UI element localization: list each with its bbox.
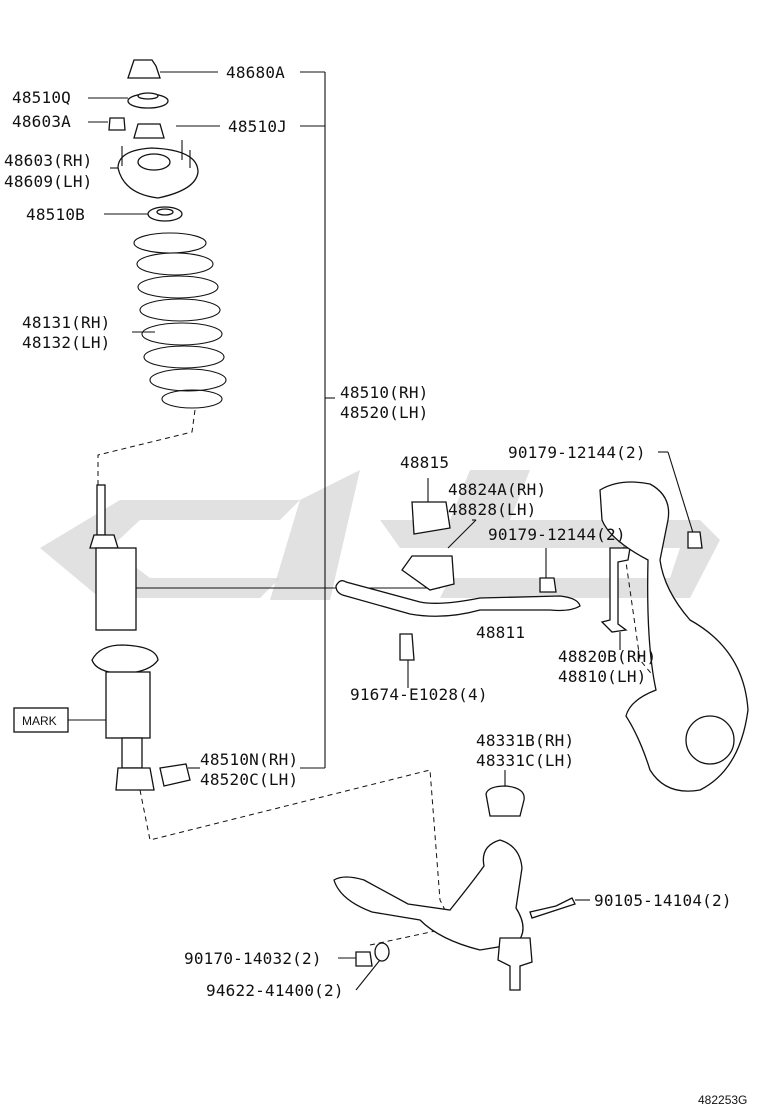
90170-nut <box>355 951 373 967</box>
label-48510Q: 48510Q <box>12 88 71 107</box>
label-48603-rh: 48603(RH) <box>4 151 93 170</box>
label-48510-rh: 48510(RH) <box>340 383 429 402</box>
48331B-ball-joint-upper <box>485 785 525 817</box>
figure-code: 482253G <box>698 1093 747 1107</box>
coil-spring <box>133 232 227 409</box>
label-48820B: 48820B(RH) <box>558 647 656 666</box>
48603A-nut <box>108 117 126 131</box>
stabilizer <box>335 501 631 661</box>
48510J-insulator <box>133 123 165 139</box>
label-48132-lh: 48132(LH) <box>22 333 111 352</box>
steering-knuckle <box>599 481 749 792</box>
label-90105: 90105-14104(2) <box>594 891 732 910</box>
mark-box <box>13 707 69 733</box>
90179-nut <box>539 577 557 593</box>
label-90179-b: 90179-12144(2) <box>488 525 626 544</box>
label-48520C: 48520C(LH) <box>200 770 298 789</box>
label-94622: 94622-41400(2) <box>206 981 344 1000</box>
label-48824A: 48824A(RH) <box>448 480 546 499</box>
94622-washer <box>374 942 390 962</box>
48680A-bump-cap <box>127 59 161 79</box>
label-48331C: 48331C(LH) <box>476 751 574 770</box>
label-91674: 91674-E1028(4) <box>350 685 488 704</box>
label-48510N: 48510N(RH) <box>200 750 298 769</box>
part-labels: 48680A 48510Q 48603A 48510J 48603(RH) 48… <box>4 63 747 1107</box>
label-90170: 90170-14032(2) <box>184 949 322 968</box>
label-48520-lh: 48520(LH) <box>340 403 429 422</box>
48815-bushing <box>411 501 451 535</box>
leader-lines <box>68 71 695 991</box>
strut-top-parts <box>108 59 199 222</box>
label-48609-lh: 48609(LH) <box>4 172 93 191</box>
90179-nut-2 <box>687 531 703 549</box>
48510N-bushing <box>159 763 191 787</box>
label-48510J: 48510J <box>228 117 287 136</box>
label-90179-a: 90179-12144(2) <box>508 443 646 462</box>
48820B-link <box>600 547 631 633</box>
label-48680A: 48680A <box>226 63 285 82</box>
shock-absorber <box>13 484 191 791</box>
label-48810: 48810(LH) <box>558 667 647 686</box>
lower-arm <box>333 785 576 991</box>
label-48828: 48828(LH) <box>448 500 537 519</box>
48811-stabilizer-bar <box>335 580 581 617</box>
90105-bolt <box>529 897 576 919</box>
label-48811: 48811 <box>476 623 525 642</box>
label-48131-rh: 48131(RH) <box>22 313 111 332</box>
label-48603A: 48603A <box>12 112 71 131</box>
label-48510B: 48510B <box>26 205 85 224</box>
48824A-bracket <box>401 555 455 591</box>
label-48815: 48815 <box>400 453 449 472</box>
label-mark: MARK <box>22 714 57 728</box>
lower-ball-joint <box>497 937 533 991</box>
label-48331B: 48331B(RH) <box>476 731 574 750</box>
